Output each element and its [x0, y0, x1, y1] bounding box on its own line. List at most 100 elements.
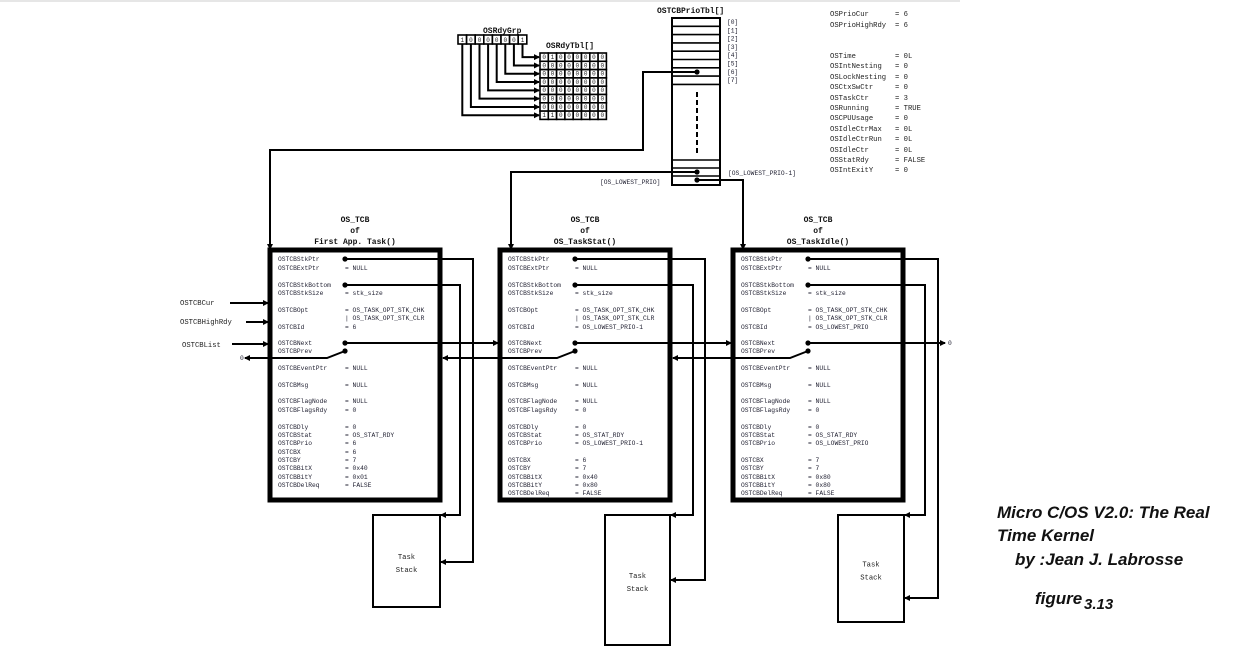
tcb-field-value: | OS_TASK_OPT_STK_CLR — [808, 315, 888, 322]
tcb-field-value: = stk_size — [808, 290, 846, 297]
tcb-field-name: OSTCBPrio — [741, 440, 775, 447]
rdy-tbl-cell-value: 0 — [584, 104, 588, 111]
tcb-field-value: = 0 — [345, 424, 357, 431]
tcb-box — [267, 247, 443, 503]
tcb-field-value: = OS_LOWEST_PRIO — [808, 324, 869, 331]
prio-tbl-index: [3] — [727, 44, 738, 51]
tcb-field-name: OSTCBExtPtr — [278, 265, 320, 272]
global-var-value: = TRUE — [895, 105, 921, 113]
tcb-field-name: OSTCBPrev — [741, 348, 775, 355]
rdy-grp-bit-value: 0 — [512, 37, 516, 44]
tcb-field-value: = 0 — [575, 407, 587, 414]
global-var-name: OSRunning — [830, 105, 869, 113]
tcb-field-value: | OS_TASK_OPT_STK_CLR — [575, 315, 655, 322]
rdy-grp-bit-value: 0 — [495, 37, 499, 44]
rdy-tbl-cell-value: 0 — [542, 54, 546, 61]
task-stack-label: Task — [862, 562, 879, 570]
global-var-name: OSStatRdy — [830, 157, 870, 165]
tcb-field-value: = 0 — [575, 424, 587, 431]
tcb-field-value: = FALSE — [575, 490, 602, 497]
prio-tbl-index-lowest: [OS_LOWEST_PRIO] — [600, 179, 660, 186]
prev-arrow — [672, 350, 809, 361]
global-var-value: = 0L — [895, 136, 912, 144]
rdy-tbl-cell-value: 0 — [576, 54, 580, 61]
global-var-value: = 0 — [895, 63, 908, 71]
global-var-name: OSCtxSwCtr — [830, 84, 873, 92]
tcb-field-name: OSTCBDly — [741, 424, 771, 431]
ostcbhighrdy-label: OSTCBHighRdy — [180, 319, 232, 327]
task-stack — [372, 514, 441, 608]
rdy-tbl-cell-value: 0 — [551, 104, 555, 111]
tcb-field-name: OSTCBStkSize — [741, 290, 787, 297]
tcb-field-value: = OS_TASK_OPT_STK_CHK — [575, 307, 655, 314]
rdy-grp-to-tbl-arrow — [461, 44, 540, 119]
stkbottom-arrow — [345, 284, 461, 518]
stkptr-arrow — [345, 258, 474, 565]
rdy-tbl-cell-value: 0 — [584, 62, 588, 69]
rdy-tbl-cell-value: 0 — [584, 54, 588, 61]
tcb-field-value: = OS_TASK_OPT_STK_CHK — [808, 307, 888, 314]
tcb-title: of — [350, 227, 360, 236]
tcb-field-value: = FALSE — [345, 482, 372, 489]
rdy-tbl-cell-value: 0 — [584, 96, 588, 103]
tcb-field-name: OSTCBDelReq — [741, 490, 783, 497]
tcb-field-value: = FALSE — [808, 490, 835, 497]
tcb-field-name: OSTCBBitX — [508, 474, 542, 481]
tcb-field-name: OSTCBMsg — [508, 382, 538, 389]
task-stack — [837, 514, 905, 623]
rdy-tbl-cell-value: 0 — [592, 79, 596, 86]
tcb-field-value: = 6 — [575, 457, 587, 464]
tcb-field-value: = NULL — [575, 398, 598, 405]
tcb-field-name: OSTCBStkBottom — [508, 282, 561, 289]
rdy-grp-label: OSRdyGrp — [483, 27, 522, 36]
tcb-field-name: OSTCBFlagNode — [741, 398, 790, 405]
tcb-field-name: OSTCBEventPtr — [741, 365, 790, 372]
tcb-field-value: | OS_TASK_OPT_STK_CLR — [345, 315, 425, 322]
rdy-grp-bit-value: 1 — [460, 37, 464, 44]
rdy-tbl-cell-value: 0 — [542, 104, 546, 111]
tcb-field-name: OSTCBBitY — [278, 474, 312, 481]
rdy-tbl-cell-value: 0 — [542, 96, 546, 103]
rdy-tbl-cell-value: 0 — [559, 112, 563, 119]
rdy-tbl-cell-value: 0 — [551, 87, 555, 94]
tcb-field-name: OSTCBOpt — [278, 307, 308, 314]
global-var-name: OSIntNesting — [830, 63, 882, 71]
tcb-field-name: OSTCBBitY — [508, 482, 542, 489]
rdy-tbl-cell-value: 0 — [567, 54, 571, 61]
tcb-field-value: = 7 — [808, 457, 820, 464]
global-var-value: = 0L — [895, 126, 912, 134]
rdy-tbl-cell-value: 0 — [576, 71, 580, 78]
rdy-tbl-cell-value: 0 — [576, 104, 580, 111]
stkbottom-arrow — [808, 284, 926, 518]
tcb-field-name: OSTCBStat — [278, 432, 312, 439]
tcb-field-value: = NULL — [345, 398, 368, 405]
global-var-name: OSIdleCtr — [830, 147, 869, 155]
tcb-field-name: OSTCBMsg — [741, 382, 771, 389]
rdy-tbl-cell-value: 0 — [592, 87, 596, 94]
tcb-field-name: OSTCBId — [508, 324, 535, 331]
tcb-field-name: OSTCBOpt — [508, 307, 538, 314]
caption-line2: Time Kernel — [997, 526, 1095, 545]
rdy-tbl-cell-value: 0 — [576, 79, 580, 86]
rdy-tbl-label: OSRdyTbl[] — [546, 42, 594, 51]
stkbottom-arrow — [575, 284, 694, 518]
tcb-field-value: = 0x40 — [345, 465, 368, 472]
tcb-field-value: = OS_TASK_OPT_STK_CHK — [345, 307, 425, 314]
tcb-field-name: OSTCBStkBottom — [278, 282, 331, 289]
rdy-tbl-cell-value: 0 — [559, 62, 563, 69]
null-left-label: 0 — [240, 355, 244, 362]
rdy-tbl-cell-value: 0 — [600, 96, 604, 103]
rdy-tbl-cell-value: 0 — [567, 71, 571, 78]
tcb-field-name: OSTCBDelReq — [278, 482, 320, 489]
prio-tbl-index: [1] — [727, 27, 738, 34]
rdy-tbl-cell-value: 0 — [559, 87, 563, 94]
tcb-field-value: = NULL — [575, 365, 598, 372]
rdy-tbl-cell-value: 0 — [600, 87, 604, 94]
rdy-tbl-cell-value: 0 — [592, 96, 596, 103]
tcb-field-name: OSTCBFlagsRdy — [278, 407, 327, 414]
ostcblist-label: OSTCBList — [182, 342, 221, 350]
tcb-field-name: OSTCBDly — [278, 424, 308, 431]
tcb-field-value: = 7 — [808, 465, 820, 472]
tcb-title: OS_TCB — [341, 216, 370, 225]
